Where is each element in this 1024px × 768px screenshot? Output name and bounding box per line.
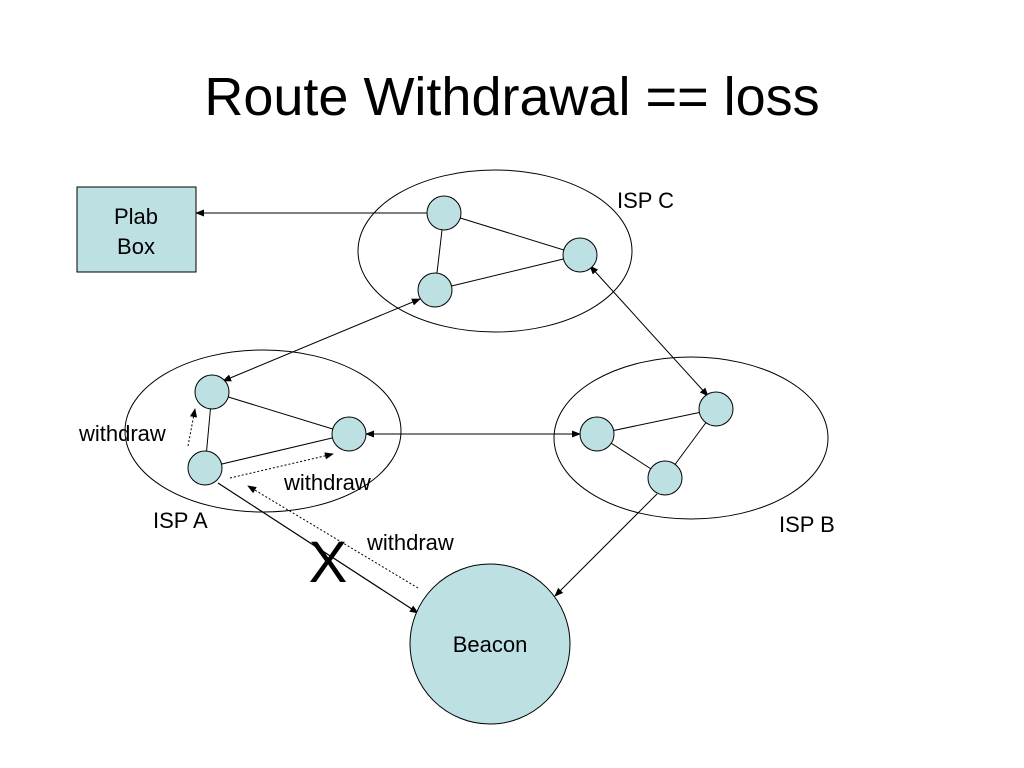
isp-b-routers (579, 391, 734, 496)
beacon-node (409, 563, 571, 725)
isp-b-label: ISP B (779, 512, 835, 537)
router-node (331, 416, 367, 452)
router-node (426, 195, 462, 231)
router-node (647, 460, 683, 496)
plab-box-label-line1: Plab (114, 204, 158, 229)
withdraw-arrow-left (187, 408, 198, 447)
plab-box (76, 186, 197, 273)
router-node (417, 272, 453, 308)
router-node (187, 450, 223, 486)
link-isp-a-to-beacon (217, 482, 419, 614)
isp-c-label: ISP C (617, 188, 674, 213)
isp-a-label: ISP A (153, 508, 208, 533)
isp-c-routers (417, 195, 598, 308)
withdraw-label-left: withdraw (78, 421, 166, 446)
link-isp-a-isp-c (222, 298, 421, 382)
router-node (579, 416, 615, 452)
withdraw-label-bottom: withdraw (366, 530, 454, 555)
link-failure-mark: X (309, 530, 348, 595)
isp-c-boundary (357, 169, 633, 333)
slide-title: Route Withdrawal == loss (204, 67, 820, 127)
isp-a-links (204, 391, 350, 469)
withdraw-label-middle: withdraw (283, 470, 371, 495)
link-isp-b-to-beacon (554, 493, 658, 597)
router-node (698, 391, 734, 427)
withdraw-arrow-middle (229, 452, 334, 479)
isp-a-routers (187, 374, 367, 486)
plab-box-label-line2: Box (117, 234, 155, 259)
router-node (562, 237, 598, 273)
withdraw-arrow-bottom (247, 485, 419, 589)
link-isp-c-isp-b (589, 265, 709, 397)
router-node (194, 374, 230, 410)
beacon-label: Beacon (453, 632, 528, 657)
